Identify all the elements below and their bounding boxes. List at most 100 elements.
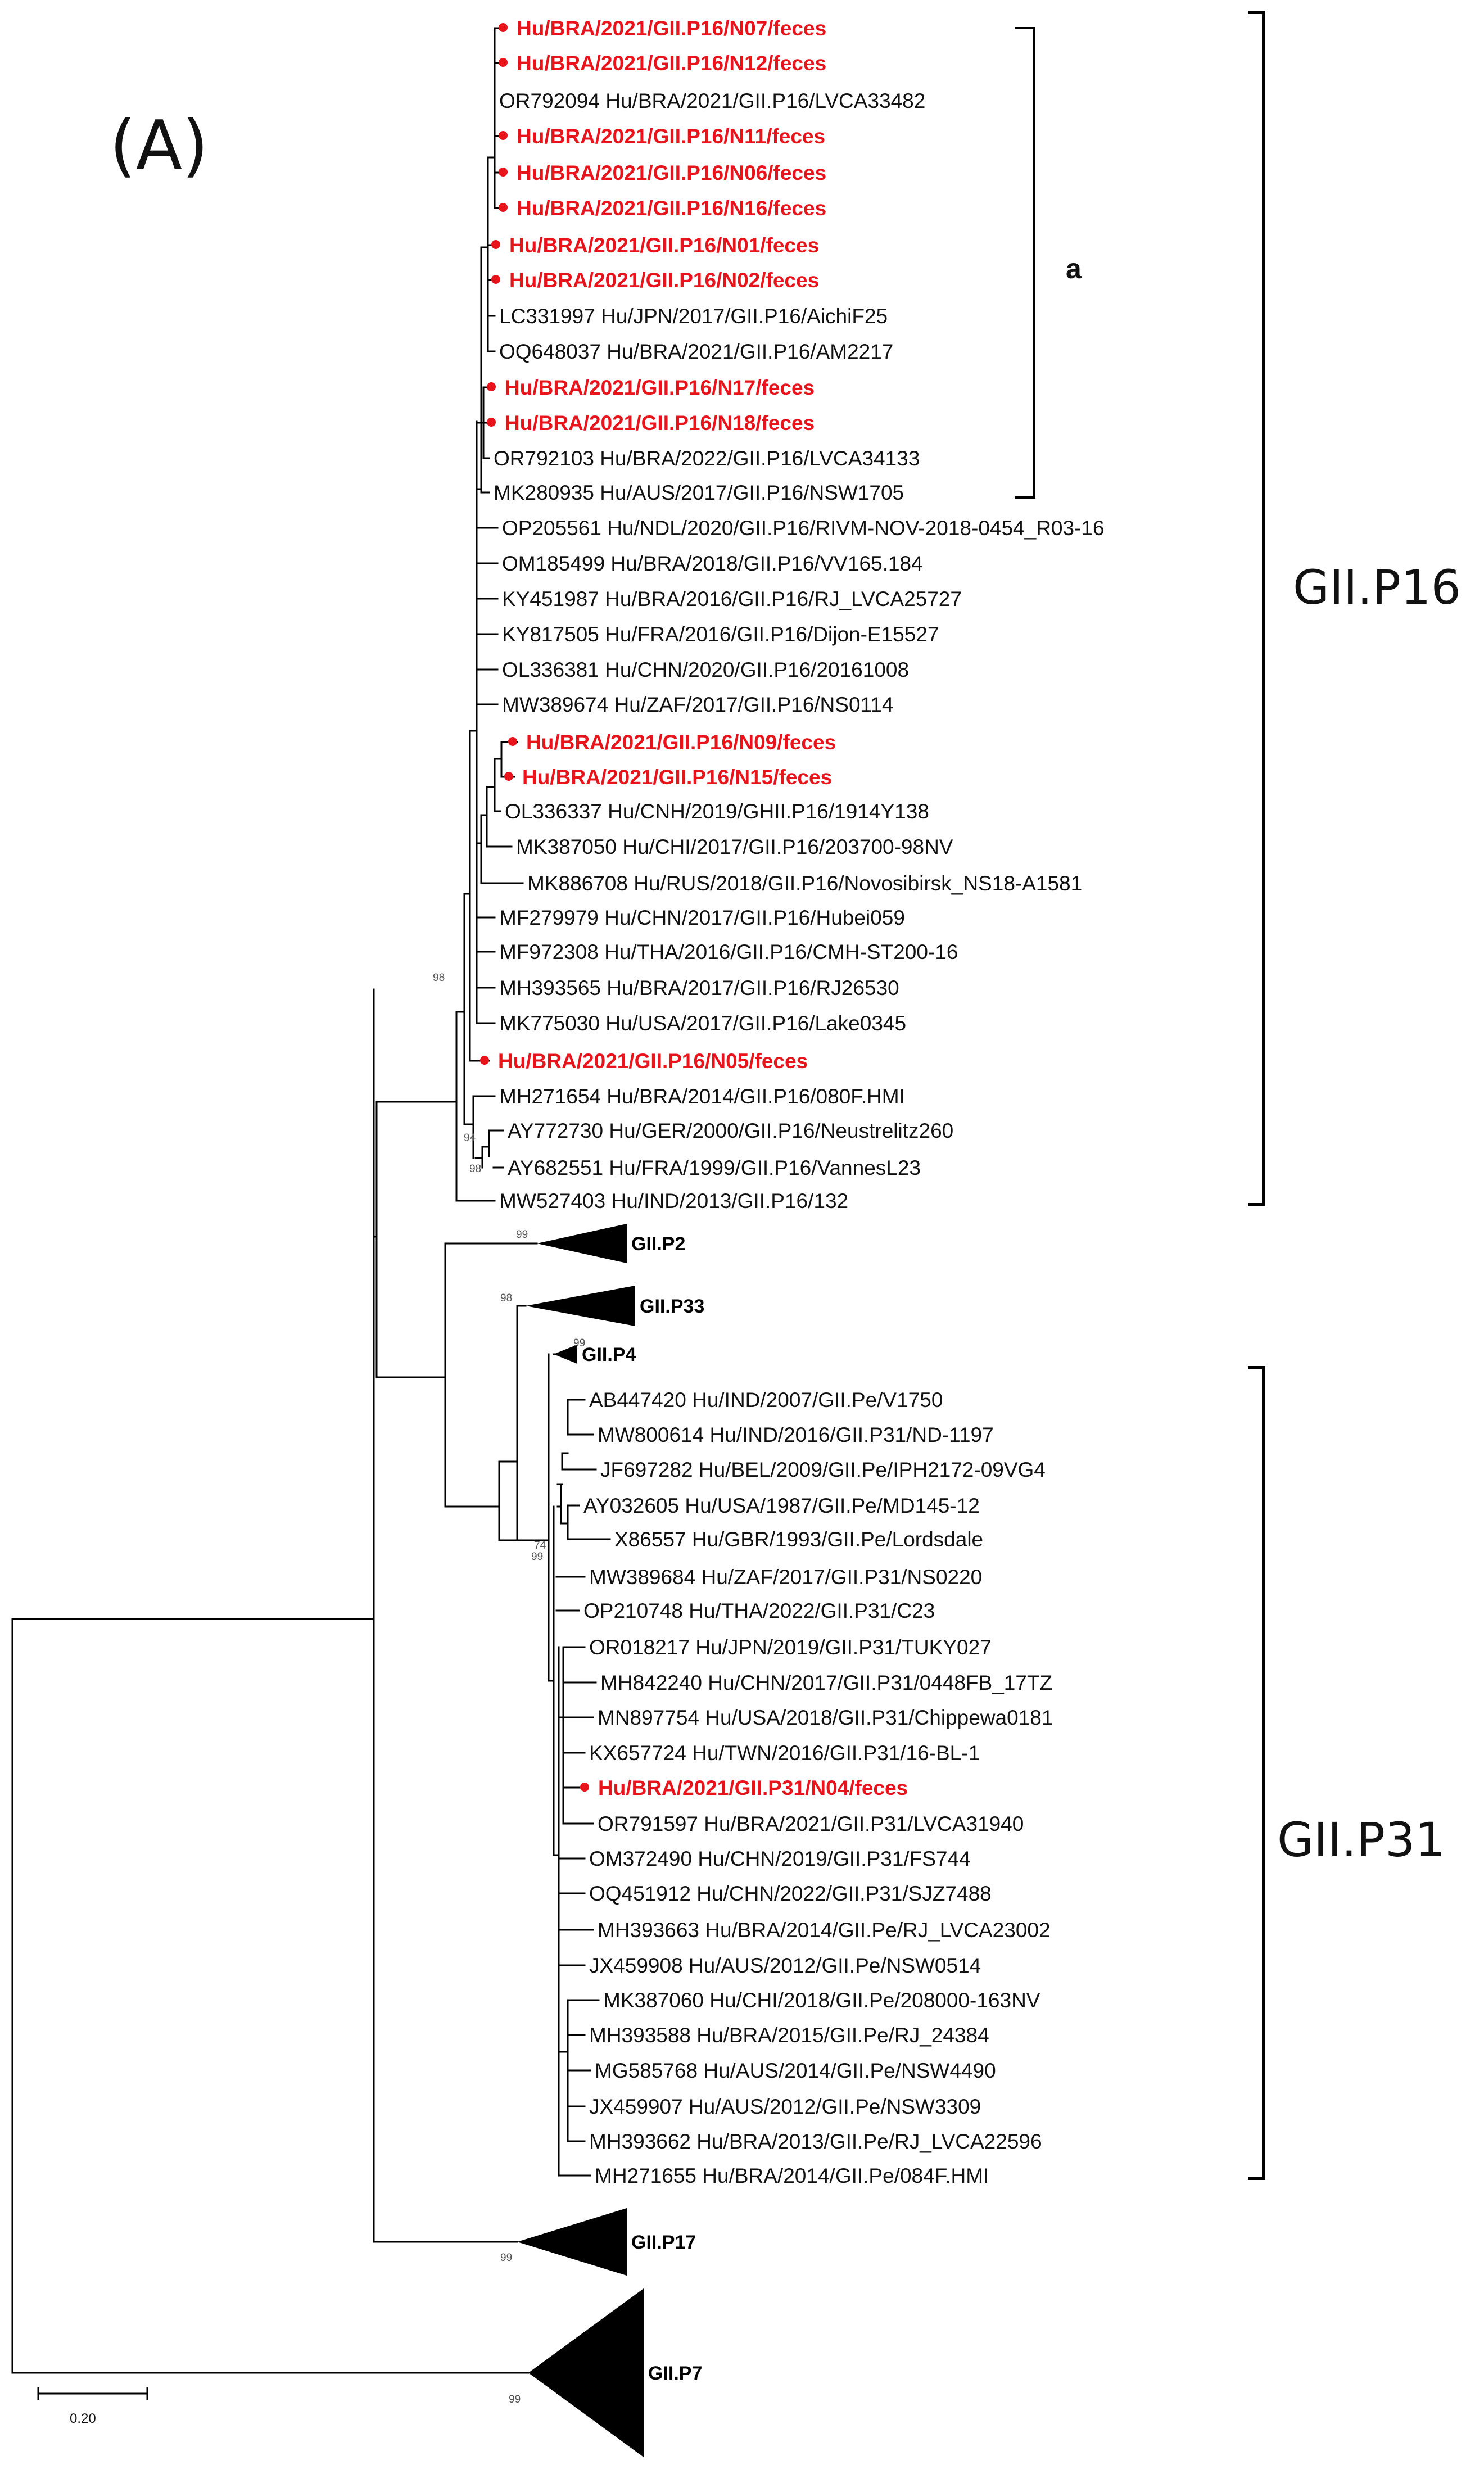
collapsed-clade-triangle <box>517 2208 627 2276</box>
reference-sequence-label: MH393588 Hu/BRA/2015/GII.Pe/RJ_24384 <box>589 2024 989 2047</box>
sample-marker-dot <box>580 1783 589 1792</box>
reference-sequence-label: KY817505 Hu/FRA/2016/GII.P16/Dijon-E1552… <box>502 623 939 646</box>
reference-sequence-label: AY772730 Hu/GER/2000/GII.P16/Neustrelitz… <box>508 1119 953 1142</box>
reference-sequence-label: AB447420 Hu/IND/2007/GII.Pe/V1750 <box>589 1388 943 1412</box>
reference-sequence-label: MH393663 Hu/BRA/2014/GII.Pe/RJ_LVCA23002 <box>598 1919 1051 1942</box>
bootstrap-value: 99 <box>516 1229 528 1241</box>
collapsed-clade-triangle <box>554 1345 577 1364</box>
collapsed-clade-label: GII.P7 <box>648 2363 702 2384</box>
reference-sequence-label: MW527403 Hu/IND/2013/GII.P16/132 <box>499 1189 848 1213</box>
reference-sequence-label: MG585768 Hu/AUS/2014/GII.Pe/NSW4490 <box>595 2059 996 2082</box>
reference-sequence-label: MK280935 Hu/AUS/2017/GII.P16/NSW1705 <box>494 481 904 504</box>
reference-sequence-label: OL336381 Hu/CHN/2020/GII.P16/20161008 <box>502 658 909 681</box>
reference-sequence-label: OR018217 Hu/JPN/2019/GII.P31/TUKY027 <box>589 1636 992 1659</box>
reference-sequence-label: OQ451912 Hu/CHN/2022/GII.P31/SJZ7488 <box>589 1882 992 1905</box>
reference-sequence-label: LC331997 Hu/JPN/2017/GII.P16/AichiF25 <box>499 305 888 328</box>
subclade-a-bracket <box>1015 27 1035 499</box>
gii-p31-bracket <box>1248 1366 1265 2180</box>
sample-marker-dot <box>480 1056 489 1065</box>
collapsed-clade-triangle <box>537 1224 627 1263</box>
bootstrap-value: 98 <box>469 1163 481 1175</box>
reference-sequence-label: MK387050 Hu/CHI/2017/GII.P16/203700-98NV <box>516 835 953 858</box>
reference-sequence-label: MW389674 Hu/ZAF/2017/GII.P16/NS0114 <box>502 693 894 716</box>
reference-sequence-label: JX459908 Hu/AUS/2012/GII.Pe/NSW0514 <box>589 1954 981 1977</box>
reference-sequence-label: OP210748 Hu/THA/2022/GII.P31/C23 <box>583 1599 935 1622</box>
reference-sequence-label: X86557 Hu/GBR/1993/GII.Pe/Lordsdale <box>614 1528 983 1551</box>
study-sample-label: Hu/BRA/2021/GII.P16/N05/feces <box>498 1050 808 1073</box>
reference-sequence-label: OM185499 Hu/BRA/2018/GII.P16/VV165.184 <box>502 552 923 575</box>
reference-sequence-label: OQ648037 Hu/BRA/2021/GII.P16/AM2217 <box>499 340 893 363</box>
study-sample-label: Hu/BRA/2021/GII.P16/N06/feces <box>517 161 826 184</box>
reference-sequence-label: OR792103 Hu/BRA/2022/GII.P16/LVCA34133 <box>494 447 920 470</box>
reference-sequence-label: MW800614 Hu/IND/2016/GII.P31/ND-1197 <box>598 1423 994 1446</box>
study-sample-label: Hu/BRA/2021/GII.P16/N09/feces <box>526 731 836 754</box>
reference-sequence-label: MH842240 Hu/CHN/2017/GII.P31/0448FB_17TZ <box>600 1671 1052 1694</box>
reference-sequence-label: AY032605 Hu/USA/1987/GII.Pe/MD145-12 <box>583 1494 980 1517</box>
sample-marker-dot <box>491 240 500 249</box>
leaf-labels: Hu/BRA/2021/GII.P16/N07/fecesHu/BRA/2021… <box>480 17 1105 2384</box>
subclade-a-label: a <box>1066 253 1082 284</box>
sample-marker-dot <box>487 418 496 427</box>
gii-p16-bracket <box>1248 11 1265 1206</box>
scale-bar <box>37 2387 148 2400</box>
study-sample-label: Hu/BRA/2021/GII.P16/N07/feces <box>517 17 826 40</box>
reference-sequence-label: OL336337 Hu/CNH/2019/GHII.P16/1914Y138 <box>505 800 929 823</box>
scale-bar-label: 0.20 <box>70 2411 96 2426</box>
sample-marker-dot <box>508 737 517 746</box>
reference-sequence-label: MN897754 Hu/USA/2018/GII.P31/Chippewa018… <box>598 1706 1053 1729</box>
reference-sequence-label: JX459907 Hu/AUS/2012/GII.Pe/NSW3309 <box>589 2095 981 2118</box>
collapsed-clades <box>517 1224 644 2457</box>
study-sample-label: Hu/BRA/2021/GII.P16/N12/feces <box>517 52 826 75</box>
reference-sequence-label: MH271655 Hu/BRA/2014/GII.Pe/084F.HMI <box>595 2164 989 2187</box>
study-sample-label: Hu/BRA/2021/GII.P31/N04/feces <box>598 1776 908 1799</box>
study-sample-label: Hu/BRA/2021/GII.P16/N02/feces <box>509 269 819 292</box>
bootstrap-value: 99 <box>531 1551 543 1563</box>
bootstrap-value: 99 <box>500 2252 512 2264</box>
reference-sequence-label: OM372490 Hu/CHN/2019/GII.P31/FS744 <box>589 1847 971 1870</box>
sample-marker-dot <box>499 23 508 32</box>
collapsed-clade-label: GII.P4 <box>582 1344 636 1365</box>
reference-sequence-label: MF279979 Hu/CHN/2017/GII.P16/Hubei059 <box>499 906 905 929</box>
study-sample-label: Hu/BRA/2021/GII.P16/N16/feces <box>517 197 826 220</box>
tree-branches <box>11 27 611 2374</box>
collapsed-clade-triangle <box>528 2288 644 2457</box>
gii-p31-label: GII.P31 <box>1277 1812 1445 1867</box>
collapsed-clade-triangle <box>526 1286 635 1326</box>
bootstrap-value: 98 <box>500 1292 512 1304</box>
reference-sequence-label: MK775030 Hu/USA/2017/GII.P16/Lake0345 <box>499 1012 906 1035</box>
study-sample-label: Hu/BRA/2021/GII.P16/N17/feces <box>505 376 815 399</box>
reference-sequence-label: KX657724 Hu/TWN/2016/GII.P31/16-BL-1 <box>589 1742 980 1765</box>
sample-marker-dot <box>504 772 513 781</box>
sample-marker-dot <box>499 58 508 67</box>
reference-sequence-label: OR792094 Hu/BRA/2021/GII.P16/LVCA33482 <box>499 89 925 112</box>
study-sample-label: Hu/BRA/2021/GII.P16/N01/feces <box>509 234 819 257</box>
bootstrap-value: 99 <box>573 1337 585 1349</box>
reference-sequence-label: MH393565 Hu/BRA/2017/GII.P16/RJ26530 <box>499 976 899 999</box>
study-sample-label: Hu/BRA/2021/GII.P16/N15/feces <box>522 766 832 789</box>
reference-sequence-label: OR791597 Hu/BRA/2021/GII.P31/LVCA31940 <box>598 1812 1024 1835</box>
bootstrap-value: 99 <box>509 2394 521 2405</box>
reference-sequence-label: MW389684 Hu/ZAF/2017/GII.P31/NS0220 <box>589 1566 982 1589</box>
sample-marker-dot <box>487 382 496 391</box>
reference-sequence-label: OP205561 Hu/NDL/2020/GII.P16/RIVM-NOV-20… <box>502 517 1105 540</box>
sample-marker-dot <box>499 203 508 212</box>
sample-marker-dot <box>491 275 500 284</box>
reference-sequence-label: JF697282 Hu/BEL/2009/GII.Pe/IPH2172-09VG… <box>600 1458 1046 1481</box>
reference-sequence-label: MH393662 Hu/BRA/2013/GII.Pe/RJ_LVCA22596 <box>589 2130 1042 2153</box>
bootstrap-value: 74 <box>534 1540 546 1552</box>
collapsed-clade-label: GII.P2 <box>631 1233 685 1255</box>
collapsed-clade-label: GII.P33 <box>640 1296 704 1317</box>
collapsed-clade-label: GII.P17 <box>631 2232 696 2253</box>
panel-label: (A) <box>110 107 209 185</box>
bootstrap-value: 94 <box>464 1132 476 1144</box>
reference-sequence-label: MK387060 Hu/CHI/2018/GII.Pe/208000-163NV <box>603 1989 1040 2012</box>
sample-marker-dot <box>499 131 508 140</box>
reference-sequence-label: KY451987 Hu/BRA/2016/GII.P16/RJ_LVCA2572… <box>502 587 962 610</box>
study-sample-label: Hu/BRA/2021/GII.P16/N18/feces <box>505 411 815 435</box>
sample-marker-dot <box>499 168 508 177</box>
study-sample-label: Hu/BRA/2021/GII.P16/N11/feces <box>517 125 825 148</box>
reference-sequence-label: MK886708 Hu/RUS/2018/GII.P16/Novosibirsk… <box>527 872 1082 895</box>
reference-sequence-label: AY682551 Hu/FRA/1999/GII.P16/VannesL23 <box>508 1156 921 1179</box>
